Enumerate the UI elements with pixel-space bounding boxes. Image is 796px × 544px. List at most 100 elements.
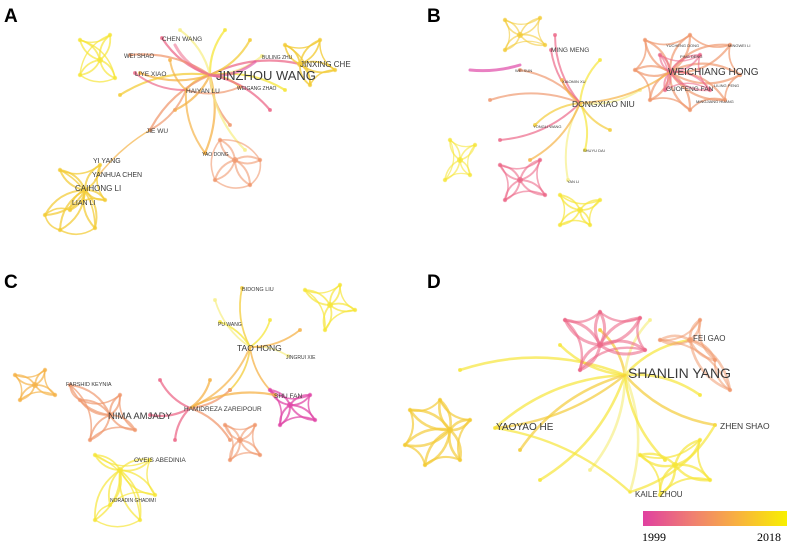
author-node — [707, 477, 713, 483]
coauthor-edge — [673, 463, 712, 482]
node-label: LIYE XIAO — [135, 71, 166, 78]
coauthor-edge — [59, 227, 96, 236]
author-node — [577, 367, 583, 373]
node-label: GUOFENG FAN — [666, 86, 714, 93]
coauthor-edge — [89, 426, 136, 441]
coauthor-edge — [499, 102, 581, 141]
author-node — [218, 320, 222, 324]
coauthor-edge — [534, 102, 581, 126]
author-node — [152, 492, 158, 498]
coauthor-edge — [43, 369, 56, 396]
coauthor-edge — [598, 343, 647, 356]
coauthor-edge — [673, 438, 702, 467]
coauthor-edge — [493, 373, 627, 430]
coauthor-edge — [118, 72, 212, 97]
coauthor-edge — [210, 139, 221, 181]
author-node — [257, 157, 263, 163]
coauthor-edge — [598, 316, 642, 347]
author-node — [277, 422, 283, 428]
author-node — [457, 457, 463, 463]
coauthor-edge — [184, 89, 206, 154]
panel-d-letter: D — [427, 272, 441, 293]
coauthor-edge — [588, 199, 601, 226]
author-node — [518, 448, 522, 452]
node-label: FEI GAO — [693, 334, 725, 343]
coauthor-edge — [468, 63, 522, 73]
coauthor-edge — [284, 44, 311, 86]
coauthor-edge — [458, 356, 627, 377]
coauthor-edge — [639, 439, 701, 459]
author-node — [228, 438, 232, 442]
author-node — [283, 88, 287, 92]
node-label: YANHUA CHEN — [92, 172, 142, 179]
author-node — [243, 148, 247, 152]
panel-b-network — [442, 15, 743, 228]
coauthor-edge — [146, 459, 156, 496]
coauthor-edge — [94, 454, 141, 521]
author-node — [549, 48, 553, 52]
coauthor-edge — [554, 34, 581, 104]
author-node — [17, 397, 23, 403]
coauthor-edge — [249, 159, 262, 186]
author-node — [173, 438, 177, 442]
node-label: DONGXIAO NIU — [572, 99, 635, 109]
coauthor-edge — [173, 73, 212, 112]
author-node — [132, 427, 138, 433]
author-node — [467, 417, 473, 423]
node-label: YI YANG — [93, 158, 121, 165]
author-node — [148, 413, 152, 417]
coauthor-edge — [149, 89, 187, 131]
coauthor-edge — [403, 428, 452, 448]
coauthor-edge — [689, 97, 726, 111]
coauthor-edge — [623, 373, 667, 462]
author-node — [273, 393, 277, 397]
author-node — [92, 517, 98, 523]
node-label: NIMA AMJADY — [108, 411, 173, 422]
panel-c-network — [12, 282, 358, 528]
coauthor-edge — [688, 338, 732, 392]
coauthor-edge — [403, 408, 415, 447]
author-node — [240, 286, 244, 290]
author-node — [208, 378, 212, 382]
coauthor-edge — [118, 469, 141, 521]
author-node — [402, 442, 408, 448]
author-node — [587, 222, 593, 228]
coauthor-edge — [185, 86, 241, 95]
coauthor-edge — [219, 139, 261, 161]
coauthor-edge — [208, 60, 257, 77]
panel-a-labels: JINZHOU WANG CHEN WANG WEI SHAO LIYE XIA… — [72, 36, 351, 207]
coauthor-edge — [69, 384, 93, 441]
node-label: HAMIDREZA ZAREIPOUR — [184, 406, 262, 413]
author-node — [102, 197, 108, 203]
coauthor-edge — [403, 443, 427, 467]
panel-a-letter: A — [4, 6, 18, 27]
node-label: BULING ZHU — [262, 55, 293, 61]
coauthor-edge — [284, 39, 321, 49]
coauthor-edge — [208, 73, 247, 152]
coauthor-edge — [504, 19, 511, 51]
author-node — [533, 123, 537, 127]
node-label: HAIYAN LU — [186, 88, 220, 95]
coauthor-edge — [499, 164, 509, 201]
author-node — [248, 38, 252, 42]
node-label: YAOYAO HE — [496, 422, 554, 433]
author-node — [238, 85, 242, 89]
coauthor-edge — [489, 92, 581, 104]
author-node — [727, 42, 733, 48]
coauthor-edge — [299, 60, 336, 71]
author-node — [42, 367, 48, 373]
author-node — [260, 54, 264, 58]
coauthor-edge — [169, 59, 187, 91]
author-node — [352, 307, 358, 313]
author-node — [597, 342, 603, 348]
node-label: LILING PENG — [714, 83, 739, 88]
node-label: LIAN LI — [72, 200, 95, 207]
author-node — [97, 57, 103, 63]
coauthor-edge — [579, 71, 671, 104]
coauthor-edge — [208, 28, 227, 77]
author-node — [707, 87, 713, 93]
coauthor-edge — [669, 54, 701, 73]
coauthor-edge — [499, 159, 541, 170]
author-node — [542, 192, 548, 198]
node-label: WEI SHAO — [124, 54, 154, 60]
